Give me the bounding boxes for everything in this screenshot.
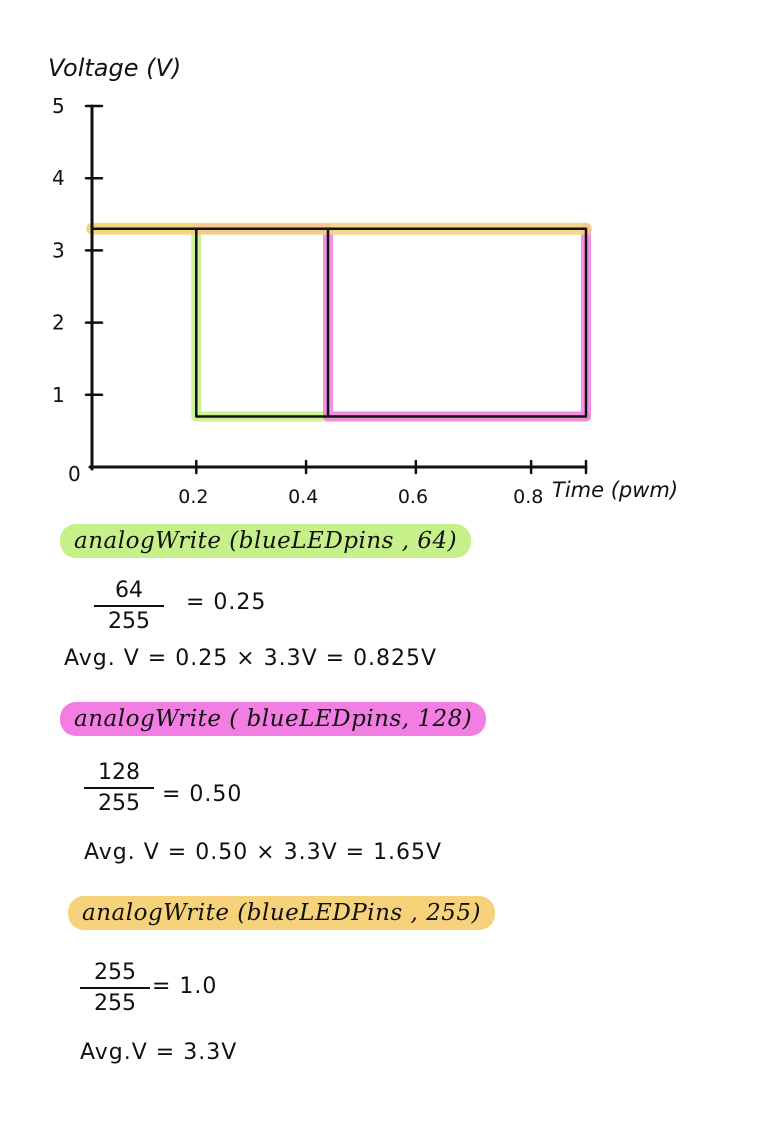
fraction-255-255: 255 255 <box>80 960 150 1016</box>
fraction-result: = 1.0 <box>152 974 218 999</box>
x-axis-label: Time (pwm) <box>552 478 678 502</box>
fraction-64-255: 64 255 <box>94 578 164 634</box>
code-analogwrite-255: analogWrite (blueLEDPins , 255) <box>68 896 496 930</box>
code-analogwrite-64: analogWrite (blueLEDpins , 64) <box>60 524 472 558</box>
y-tick-label: 5 <box>52 94 65 118</box>
fraction-128-255: 128 255 <box>84 760 154 816</box>
axes <box>84 104 588 475</box>
average-voltage-255: Avg.V = 3.3V <box>80 1040 238 1065</box>
x-tick-label: 0.6 <box>398 486 428 508</box>
code-analogwrite-128: analogWrite ( blueLEDpins, 128) <box>60 702 487 736</box>
y-tick-label: 4 <box>52 166 65 190</box>
fraction-denominator: 255 <box>108 609 150 634</box>
fraction-numerator: 255 <box>80 960 150 989</box>
y-axis-label: Voltage (V) <box>48 54 181 82</box>
pwm-outline <box>92 227 588 418</box>
y-tick-label: 2 <box>52 311 65 335</box>
tick-labels: 0 1 2 3 4 5 0.2 0.4 0.6 0.8 <box>52 94 543 508</box>
y-tick-label: 3 <box>52 238 65 262</box>
waveform-outline <box>92 227 588 418</box>
voltage-time-chart: 0 1 2 3 4 5 0.2 0.4 0.6 0.8 Voltage (V) Time (pwm… <box>48 54 678 508</box>
fraction-result: = 0.50 <box>162 782 243 807</box>
fraction-denominator: 255 <box>94 991 136 1016</box>
x-tick-label: 0.4 <box>288 486 318 508</box>
y-tick-label: 0 <box>68 462 81 486</box>
y-tick-label: 1 <box>52 383 65 407</box>
x-tick-label: 0.2 <box>178 486 208 508</box>
average-voltage-128: Avg. V = 0.50 × 3.3V = 1.65V <box>84 840 443 865</box>
fraction-result: = 0.25 <box>186 590 267 615</box>
average-voltage-64: Avg. V = 0.25 × 3.3V = 0.825V <box>64 646 438 671</box>
fraction-numerator: 128 <box>84 760 154 789</box>
fraction-numerator: 64 <box>94 578 164 607</box>
fraction-denominator: 255 <box>98 791 140 816</box>
x-tick-label: 0.8 <box>513 486 543 508</box>
